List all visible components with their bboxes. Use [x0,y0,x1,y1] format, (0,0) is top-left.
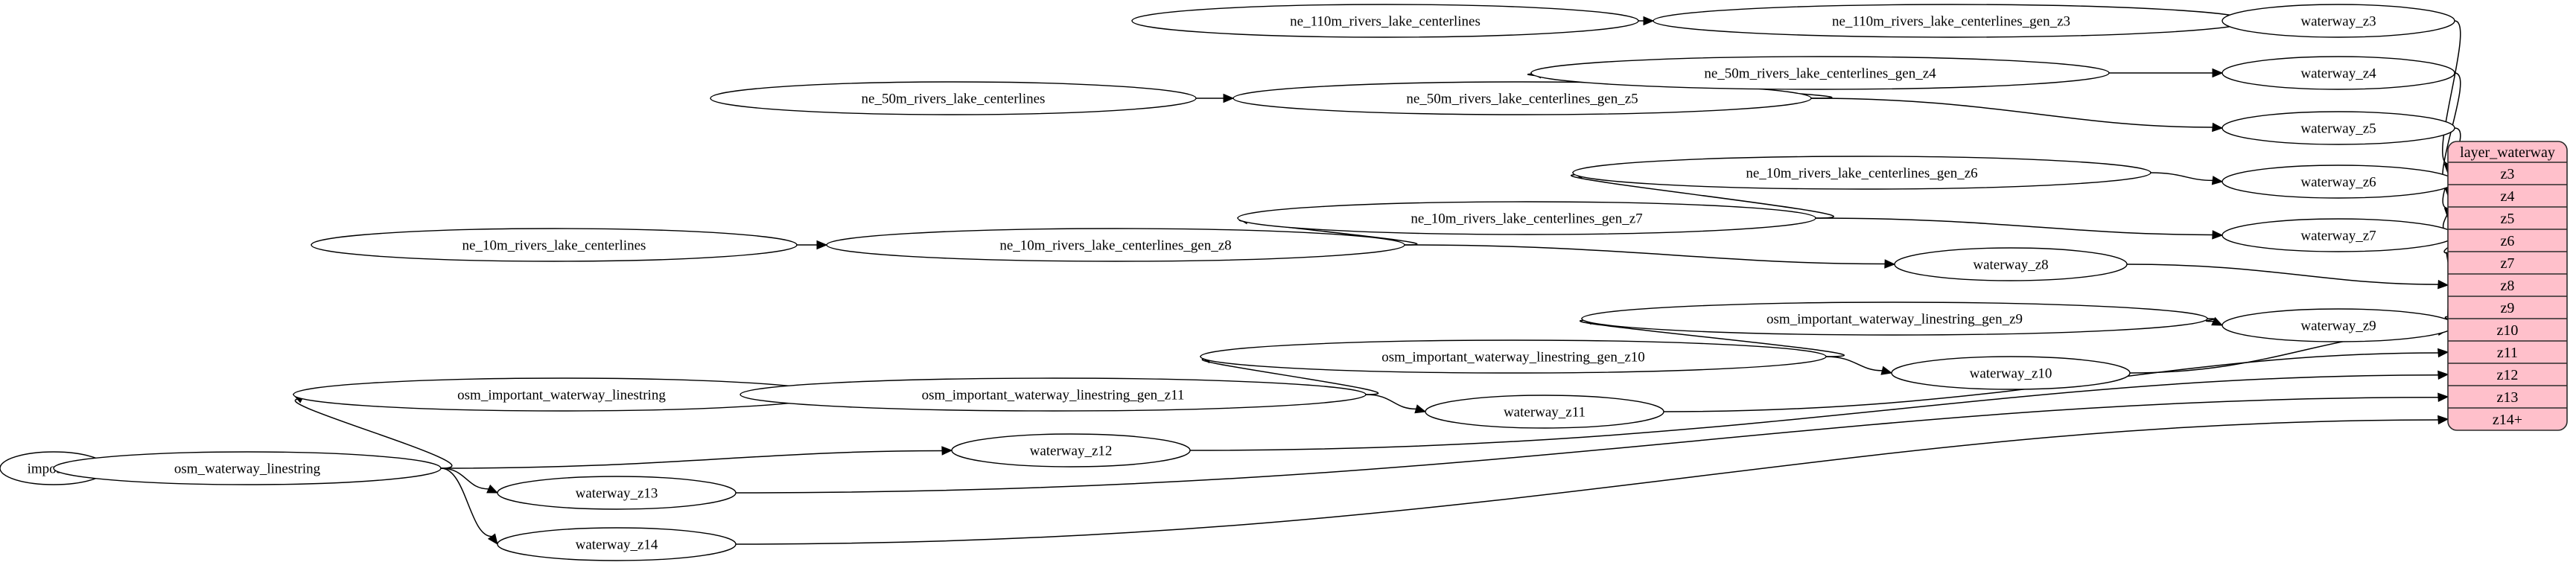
edge-arrowhead [2211,316,2224,326]
edge-arrowhead [2437,392,2449,403]
edge-arrowhead [2211,176,2224,185]
nodes-layer: imposm3osm_waterway_linestringne_110m_ri… [0,4,2455,561]
node-waterway_z8[interactable]: waterway_z8 [1894,247,2128,281]
node-waterway_z10[interactable]: waterway_z10 [1891,356,2131,390]
edge-arrowhead [2437,370,2449,380]
node-shape[interactable] [1233,81,1812,115]
node-shape[interactable] [497,527,737,561]
node-waterway_z6[interactable]: waterway_z6 [2222,165,2455,199]
edge-arrowhead [487,533,498,546]
node-shape[interactable] [1891,356,2131,390]
node-shape[interactable] [497,476,737,510]
node-waterway_z14[interactable]: waterway_z14 [497,527,737,561]
edge-osm_waterway_linestring-to-osm_important_waterway_linestring [294,398,453,469]
edge-osm_waterway_linestring-to-waterway_z13 [440,468,489,490]
layer-waterway-table: layer_waterwayz3z4z5z6z7z8z9z10z11z12z13… [2447,141,2568,431]
node-waterway_z9[interactable]: waterway_z9 [2222,308,2455,342]
node-waterway_z3[interactable]: waterway_z3 [2222,4,2455,38]
node-shape[interactable] [311,228,798,262]
edge-ne_10m_rivers_lake_centerlines_gen_z7-to-waterway_z7 [1815,217,2213,236]
edge-osm_important_waterway_linestring_gen_z10-to-waterway_z10 [1825,356,1883,371]
node-shape[interactable] [1894,247,2128,281]
node-ne_110m_rivers_lake_centerlines[interactable]: ne_110m_rivers_lake_centerlines [1131,4,1639,38]
edge-arrowhead [486,484,499,494]
node-shape[interactable] [1200,339,1827,374]
node-shape[interactable] [1530,56,2110,90]
edge-arrowhead [2437,348,2449,358]
edge-osm_important_waterway_linestring_gen_z9-to-waterway_z9 [2205,318,2216,322]
edge-ne_50m_rivers_lake_centerlines_gen_z5-to-waterway_z5 [1810,98,2213,128]
edge-arrowhead [941,446,953,456]
edge-osm_important_waterway_linestring_gen_z11-to-waterway_z11 [1365,394,1416,410]
node-ne_10m_rivers_lake_centerlines_gen_z7[interactable]: ne_10m_rivers_lake_centerlines_gen_z7 [1237,201,1816,235]
edge-arrowhead [2437,415,2449,425]
edge-arrowhead [1643,16,1655,26]
node-shape[interactable] [740,377,1367,412]
node-ne_110m_rivers_lake_centerlines_gen_z3[interactable]: ne_110m_rivers_lake_centerlines_gen_z3 [1653,4,2250,38]
layer-table-body [2447,141,2568,431]
node-waterway_z7[interactable]: waterway_z7 [2222,218,2455,252]
edge-waterway_z3-to-layer_waterway.z3 [2442,20,2461,165]
edge-waterway_z13-to-layer_waterway.z13 [735,396,2439,494]
node-ne_50m_rivers_lake_centerlines_gen_z4[interactable]: ne_50m_rivers_lake_centerlines_gen_z4 [1530,56,2110,90]
edge-arrowhead [1880,366,1893,375]
edge-arrowhead [1414,404,1427,414]
node-shape[interactable] [2222,56,2455,90]
node-waterway_z11[interactable]: waterway_z11 [1425,395,1664,429]
node-ne_10m_rivers_lake_centerlines[interactable]: ne_10m_rivers_lake_centerlines [311,228,798,262]
node-shape[interactable] [951,433,1191,468]
node-osm_important_waterway_linestring_gen_z10[interactable]: osm_important_waterway_linestring_gen_z1… [1200,339,1827,374]
edge-waterway_z8-to-layer_waterway.z8 [2126,264,2439,285]
edge-arrowhead [816,240,828,250]
edge-ne_10m_rivers_lake_centerlines_gen_z6-to-waterway_z6 [2150,172,2213,182]
edge-arrowhead [1223,93,1235,103]
edge-arrowhead [2212,122,2224,133]
node-shape[interactable] [1425,395,1664,429]
node-shape[interactable] [2222,4,2455,38]
edge-osm_waterway_linestring-to-waterway_z12 [440,450,943,469]
edge-ne_10m_rivers_lake_centerlines_gen_z7-to-ne_10m_rivers_lake_centerlines_gen_z6 [1571,173,1834,219]
node-waterway_z4[interactable]: waterway_z4 [2222,56,2455,90]
node-shape[interactable] [1653,4,2250,38]
node-waterway_z12[interactable]: waterway_z12 [951,433,1191,468]
node-shape[interactable] [710,81,1197,115]
node-osm_important_waterway_linestring_gen_z11[interactable]: osm_important_waterway_linestring_gen_z1… [740,377,1367,412]
edge-arrowhead [2437,279,2449,290]
edge-waterway_z12-to-layer_waterway.z12 [1189,374,2439,451]
edge-waterway_z14-to-layer_waterway.z14+ [735,419,2439,545]
node-waterway_z13[interactable]: waterway_z13 [497,476,737,510]
node-osm_waterway_linestring[interactable]: osm_waterway_linestring [53,451,442,485]
node-shape[interactable] [1572,156,2152,190]
edge-ne_10m_rivers_lake_centerlines_gen_z8-to-waterway_z8 [1404,244,1886,265]
node-shape[interactable] [1581,301,2208,336]
node-shape[interactable] [2222,218,2455,252]
node-waterway_z5[interactable]: waterway_z5 [2222,111,2455,145]
node-ne_10m_rivers_lake_centerlines_gen_z8[interactable]: ne_10m_rivers_lake_centerlines_gen_z8 [826,228,1405,262]
node-osm_important_waterway_linestring_gen_z9[interactable]: osm_important_waterway_linestring_gen_z9 [1581,301,2208,336]
node-shape[interactable] [2222,308,2455,342]
node-shape[interactable] [53,451,442,485]
edge-osm_important_waterway_linestring_gen_z11-to-osm_important_waterway_linestring_gen_z10 [1201,358,1379,395]
edges-layer [52,16,2461,546]
node-ne_50m_rivers_lake_centerlines[interactable]: ne_50m_rivers_lake_centerlines [710,81,1197,115]
edge-arrowhead [2212,230,2224,240]
edge-arrowhead [2212,68,2224,78]
node-shape[interactable] [1131,4,1639,38]
node-shape[interactable] [2222,111,2455,145]
edge-osm_waterway_linestring-to-waterway_z14 [440,468,492,537]
node-shape[interactable] [1237,201,1816,235]
node-shape[interactable] [826,228,1405,262]
node-shape[interactable] [2222,165,2455,199]
node-ne_10m_rivers_lake_centerlines_gen_z6[interactable]: ne_10m_rivers_lake_centerlines_gen_z6 [1572,156,2152,190]
edge-arrowhead [1884,259,1896,269]
edge-osm_important_waterway_linestring_gen_z10-to-osm_important_waterway_linestring_gen_z9 [1580,319,1845,357]
